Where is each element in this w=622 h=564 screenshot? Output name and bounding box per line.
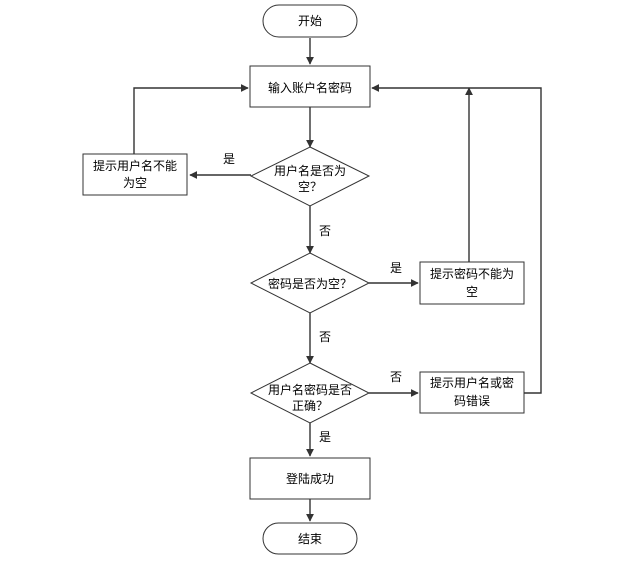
prompt-pwd-line-2: 空 xyxy=(466,285,478,299)
prompt-pwd-line-1: 提示密码不能为 xyxy=(430,266,514,281)
node-start: 开始 xyxy=(262,4,358,38)
label-no-login-correct: 否 xyxy=(390,370,402,384)
node-check-pwd: 密码是否为空？ xyxy=(249,252,371,314)
decision-shape xyxy=(249,362,371,424)
edge-prompt-err-to-input xyxy=(371,84,542,394)
label-no-pwd-empty: 否 xyxy=(319,330,331,344)
prompt-err-line-1: 提示用户名或密 xyxy=(430,375,514,390)
node-prompt-err: 提示用户名或密 码错误 xyxy=(419,371,525,414)
node-end: 结束 xyxy=(262,522,358,555)
label-yes-login-correct: 是 xyxy=(319,430,331,444)
decision-shape xyxy=(249,146,371,207)
decision-shape xyxy=(249,252,371,314)
check-user-line-1: 用户名是否为 xyxy=(274,163,346,178)
node-check-login: 用户名密码是否 正确？ xyxy=(249,362,371,424)
node-success: 登陆成功 xyxy=(249,457,371,500)
node-input: 输入账户名密码 xyxy=(249,65,371,108)
process-shape xyxy=(82,153,188,196)
check-login-line-1: 用户名密码是否 xyxy=(268,382,352,397)
process-shape xyxy=(419,261,525,305)
prompt-user-line-1: 提示用户名不能 xyxy=(93,158,177,173)
node-prompt-user: 提示用户名不能 为空 xyxy=(82,153,188,196)
start-label: 开始 xyxy=(298,14,322,28)
edge-labels: 是 否 是 否 否 是 xyxy=(223,152,402,444)
node-prompt-pwd: 提示密码不能为 空 xyxy=(419,261,525,305)
edge-prompt-user-to-input xyxy=(133,84,249,154)
check-user-line-2: 空？ xyxy=(298,180,322,194)
label-no-user-empty: 否 xyxy=(319,224,331,238)
label-yes-pwd-empty: 是 xyxy=(390,261,402,275)
process-shape xyxy=(249,457,371,500)
prompt-user-line-2: 为空 xyxy=(123,176,147,190)
prompt-err-line-2: 码错误 xyxy=(454,394,490,408)
process-shape xyxy=(419,371,525,414)
input-label: 输入账户名密码 xyxy=(268,80,352,95)
check-pwd-label: 密码是否为空？ xyxy=(268,276,352,291)
label-yes-user-empty: 是 xyxy=(223,152,235,166)
success-label: 登陆成功 xyxy=(286,471,334,486)
terminal-shape xyxy=(262,522,358,555)
edges xyxy=(133,38,542,522)
terminal-shape xyxy=(262,4,358,38)
check-login-line-2: 正确？ xyxy=(292,399,328,413)
end-label: 结束 xyxy=(298,532,322,546)
node-check-user: 用户名是否为 空？ xyxy=(249,146,371,207)
process-shape xyxy=(249,65,371,108)
